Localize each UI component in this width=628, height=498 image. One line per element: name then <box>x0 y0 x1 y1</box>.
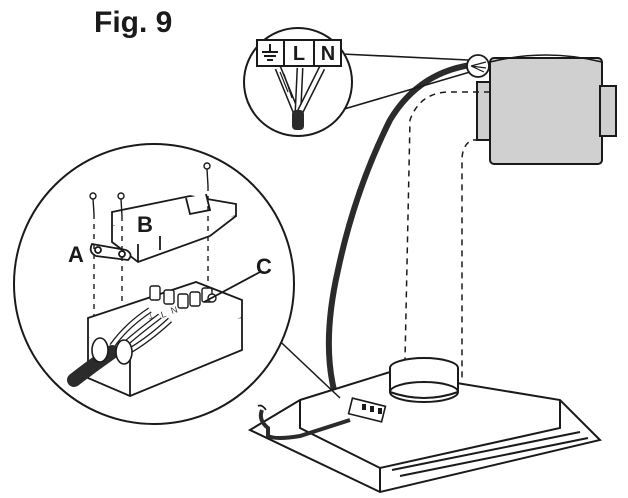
cable-clamp-a <box>89 242 132 261</box>
hood-supply-cable <box>258 409 351 440</box>
figure-title: Fig. 9 <box>94 6 173 39</box>
callout-c: C <box>256 254 272 279</box>
base-neutral-mark: N <box>170 304 179 316</box>
callout-c-leader <box>203 271 261 303</box>
terminal-neutral-label: N <box>321 43 335 65</box>
terminal-screws <box>149 285 217 309</box>
cable-entry-circle <box>466 54 490 78</box>
detail-cable-sleeve <box>67 337 133 387</box>
terminal-cover-b <box>111 193 237 264</box>
screw-icons <box>89 162 211 217</box>
callout-a: A <box>68 242 84 267</box>
terminal-zoom-circle <box>243 27 353 137</box>
cooker-hood <box>247 357 602 494</box>
base-earth-mark: ⏚ <box>146 312 158 324</box>
zoom-leader-bottom <box>333 71 471 113</box>
terminal-live-label: L <box>293 43 305 65</box>
hood-terminal-box <box>347 397 387 423</box>
base-live-mark: L <box>160 309 168 320</box>
callout-b: B <box>137 212 153 237</box>
earth-icon <box>262 44 278 61</box>
zoom-leader-top <box>341 53 469 61</box>
motor-housing <box>476 54 617 165</box>
duct-dashed-lines <box>404 91 490 380</box>
